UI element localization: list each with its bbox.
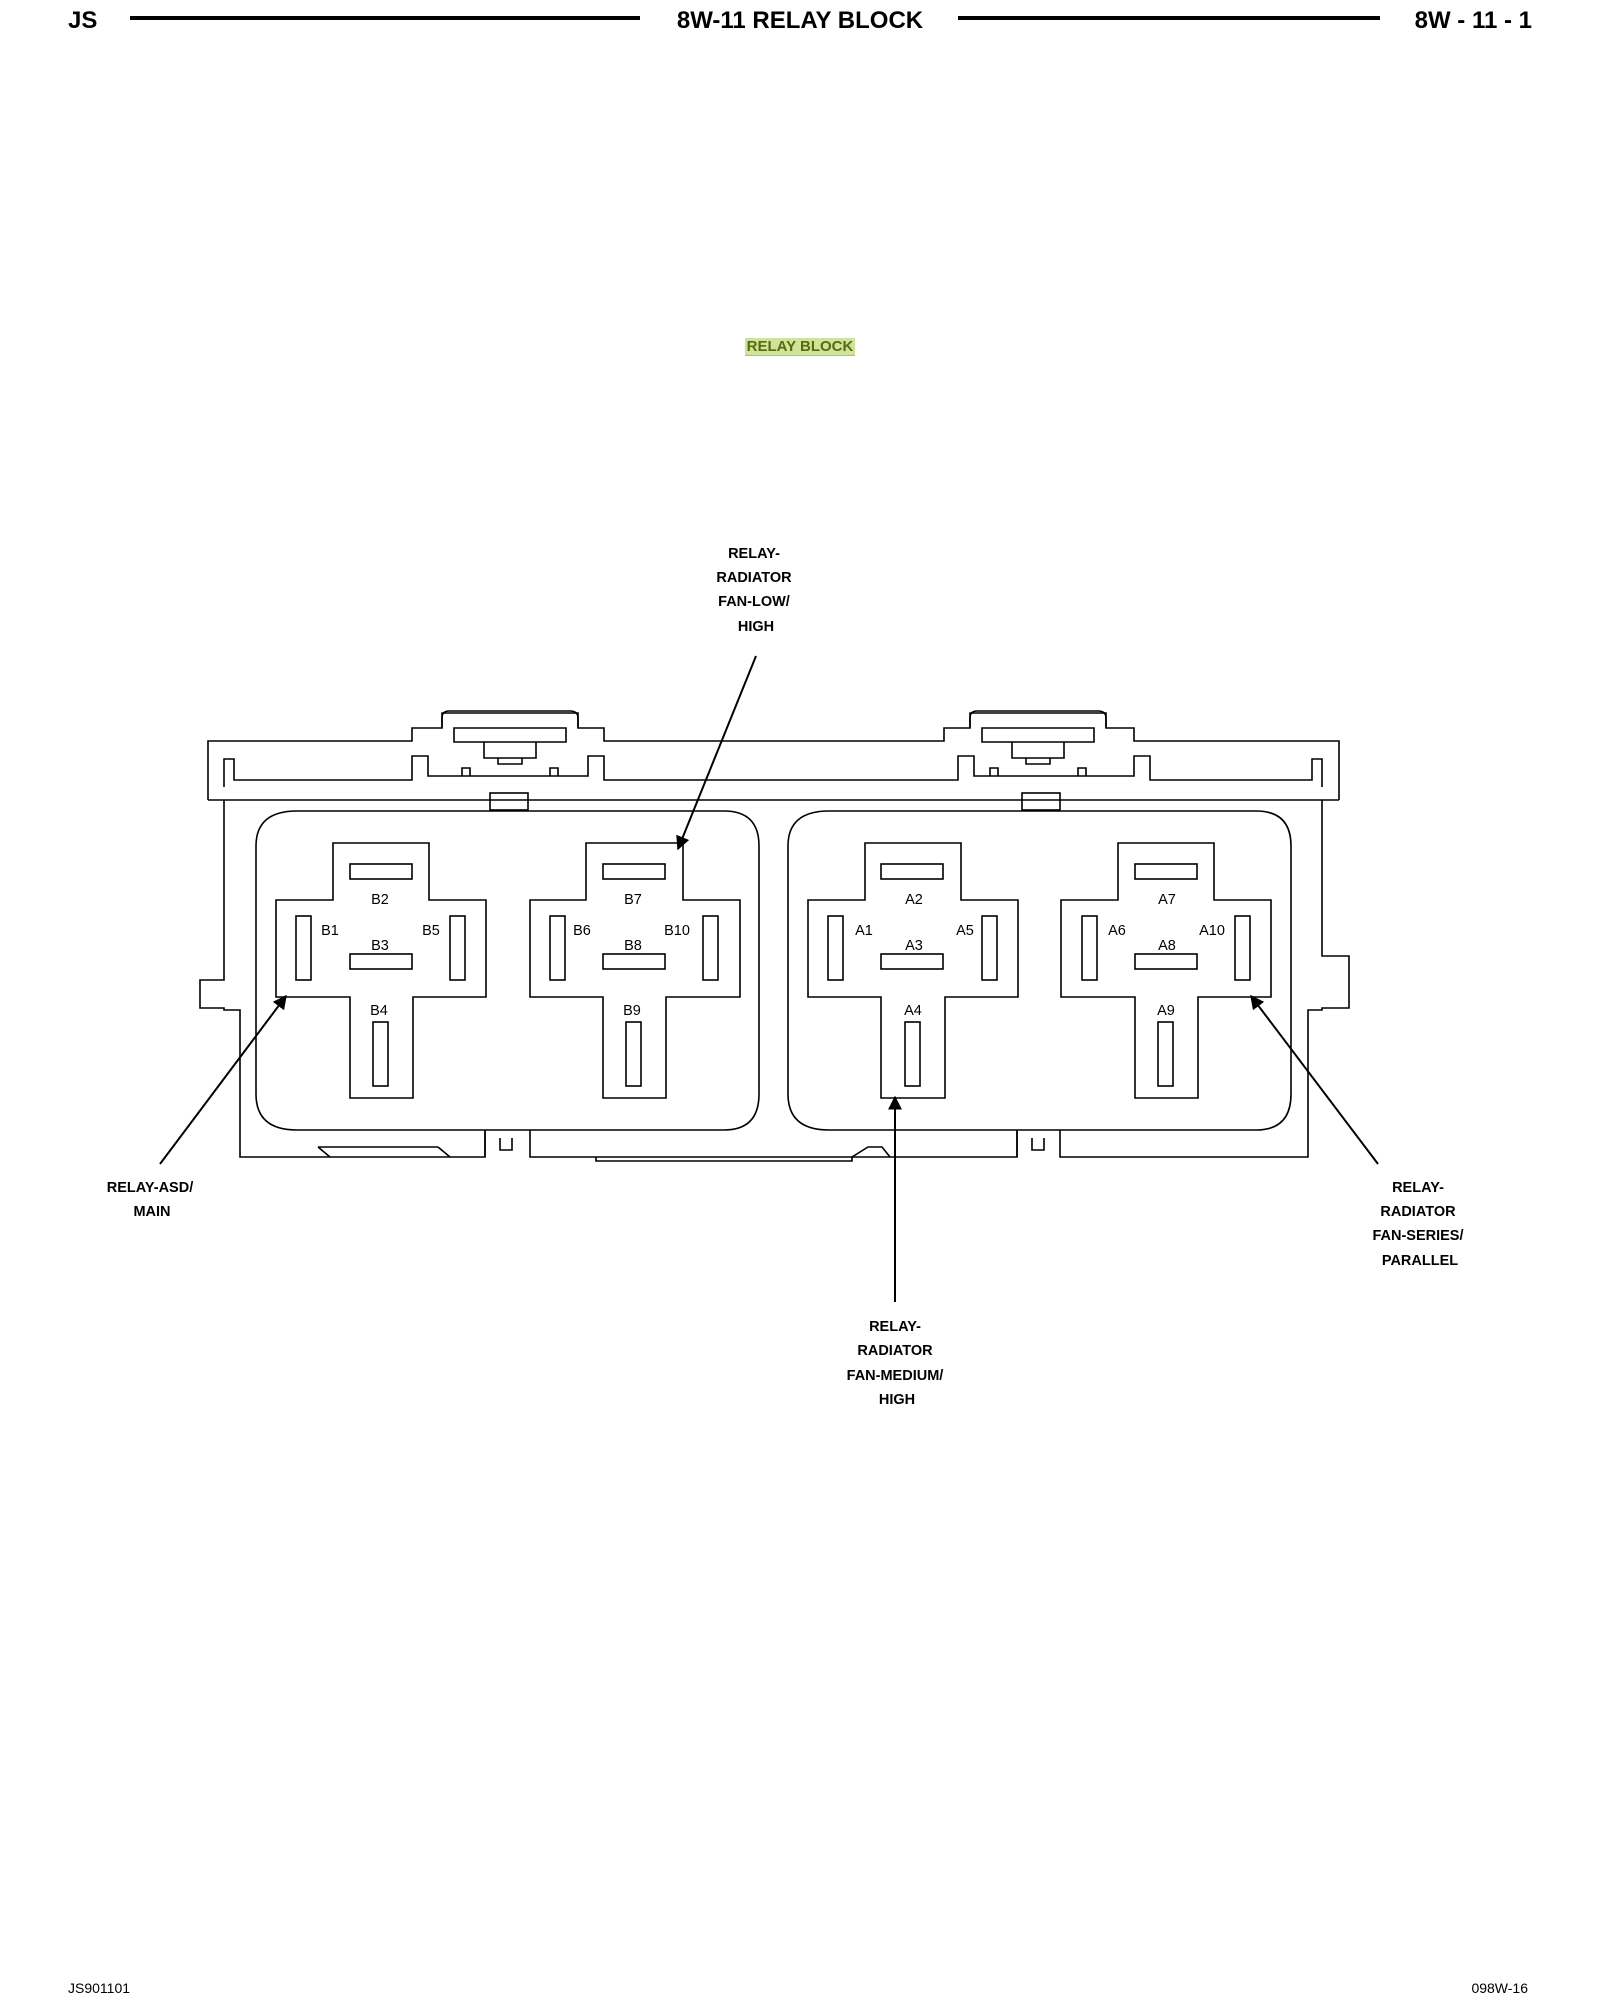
footer-revision-code: 098W-16 (1471, 1980, 1528, 1996)
diagram-caption: RELAY BLOCK (0, 338, 1600, 356)
socket-b-right (529, 842, 741, 1099)
relay-label-fan-series: RELAY- RADIATOR FAN-SERIES/ PARALLEL (1372, 1180, 1467, 1269)
housing-bottom-notches (317, 1138, 1045, 1162)
label-line: FAN-LOW/ (718, 594, 790, 610)
pin-slot-center (602, 953, 666, 970)
label-line: RADIATOR (716, 570, 792, 586)
pin-label: A7 (1158, 892, 1176, 908)
pin-label: B2 (371, 892, 389, 908)
relay-label-fan-medium: RELAY- RADIATOR FAN-MEDIUM/ HIGH (847, 1319, 948, 1408)
pin-label: B1 (321, 923, 339, 939)
pin-slot-top (880, 863, 944, 880)
label-line: FAN-MEDIUM/ (847, 1368, 944, 1384)
label-line: RADIATOR (1380, 1204, 1456, 1220)
socket-outline (1060, 842, 1272, 1099)
header-title: 8W-11 RELAY BLOCK (676, 7, 924, 34)
pin-label: A8 (1158, 938, 1176, 954)
diagram-caption-text: RELAY BLOCK (744, 338, 856, 356)
label-line: RELAY- (1392, 1180, 1444, 1196)
housing-top-rail (207, 712, 1340, 800)
label-line: RELAY-ASD/ (107, 1180, 193, 1196)
socket-b-left (275, 842, 487, 1099)
arrow-asd-main (159, 994, 287, 1165)
pin-label: A1 (855, 923, 873, 939)
callout-arrows (159, 655, 1379, 1302)
pin-label: A5 (956, 923, 974, 939)
header-model-code: JS (68, 7, 98, 34)
right-relay-cavity (787, 810, 1292, 1131)
pin-slot-right (1234, 915, 1251, 981)
pin-label: A4 (904, 1003, 922, 1019)
pin-label: A2 (905, 892, 923, 908)
housing-inner-rail (223, 755, 1323, 787)
header-rule-right (958, 16, 1380, 20)
label-line: FAN-SERIES/ (1372, 1228, 1463, 1244)
pin-slot-right (981, 915, 998, 981)
housing-right-wall (1059, 800, 1350, 1158)
socket-outline (529, 842, 741, 1099)
pin-label: A6 (1108, 923, 1126, 939)
page-header: JS 8W-11 RELAY BLOCK 8W - 11 - 1 (0, 0, 1600, 50)
pin-label: B7 (624, 892, 642, 908)
pin-slot-left (1081, 915, 1098, 981)
pin-slot-bottom (904, 1021, 921, 1087)
pin-label: A10 (1199, 923, 1225, 939)
pin-label: B5 (422, 923, 440, 939)
header-rule-left (130, 16, 640, 20)
socket-a-left (807, 842, 1019, 1099)
footer-document-id: JS901101 (68, 1980, 131, 1996)
right-top-clip (969, 710, 1107, 776)
label-line: RADIATOR (857, 1343, 933, 1359)
relay-block-housing (199, 710, 1350, 1162)
relay-label-fan-low: RELAY- RADIATOR FAN-LOW/ HIGH (716, 546, 795, 635)
label-line: PARALLEL (1382, 1253, 1458, 1269)
pin-slot-right (702, 915, 719, 981)
relay-label-asd-main: RELAY-ASD/ MAIN (107, 1180, 198, 1220)
pin-slot-bottom (372, 1021, 389, 1087)
arrow-fan-low (676, 655, 757, 851)
pin-slot-top (349, 863, 413, 880)
housing-bottom-middle (529, 1130, 1018, 1158)
housing-left-wall (199, 800, 486, 1158)
pin-slot-bottom (625, 1021, 642, 1087)
pin-slot-top (1134, 863, 1198, 880)
right-clip-post (1021, 792, 1061, 811)
relay-callout-labels: RELAY- RADIATOR FAN-LOW/ HIGH RELAY-ASD/… (107, 546, 1467, 1408)
pin-label: A9 (1157, 1003, 1175, 1019)
pin-label: A3 (905, 938, 923, 954)
pin-slot-right (449, 915, 466, 981)
pin-slot-center (1134, 953, 1198, 970)
label-line: RELAY- (869, 1319, 921, 1335)
pin-label: B4 (370, 1003, 388, 1019)
pin-slot-center (349, 953, 413, 970)
header-page-number: 8W - 11 - 1 (1414, 7, 1532, 34)
pin-label: B6 (573, 923, 591, 939)
label-line: RELAY- (728, 546, 780, 562)
pin-slot-left (827, 915, 844, 981)
pin-slot-left (295, 915, 312, 981)
socket-outline (275, 842, 487, 1099)
left-top-clip (441, 710, 579, 776)
pin-label: B10 (664, 923, 690, 939)
pin-slot-bottom (1157, 1021, 1174, 1087)
arrow-fan-series (1250, 994, 1379, 1165)
label-line: MAIN (133, 1204, 170, 1220)
pin-labels: B2 B1 B3 B5 B4 B7 B6 B8 B10 B9 A2 A1 A3 … (321, 892, 1225, 1019)
label-line: HIGH (879, 1392, 915, 1408)
socket-outline (807, 842, 1019, 1099)
label-line: HIGH (738, 619, 774, 635)
socket-a-right (1060, 842, 1272, 1099)
pin-slot-left (549, 915, 566, 981)
left-clip-post (489, 792, 529, 811)
left-relay-cavity (255, 810, 760, 1131)
pin-label: B8 (624, 938, 642, 954)
relay-sockets (275, 842, 1272, 1099)
pin-label: B9 (623, 1003, 641, 1019)
pin-label: B3 (371, 938, 389, 954)
pin-slot-center (880, 953, 944, 970)
pin-slot-top (602, 863, 666, 880)
